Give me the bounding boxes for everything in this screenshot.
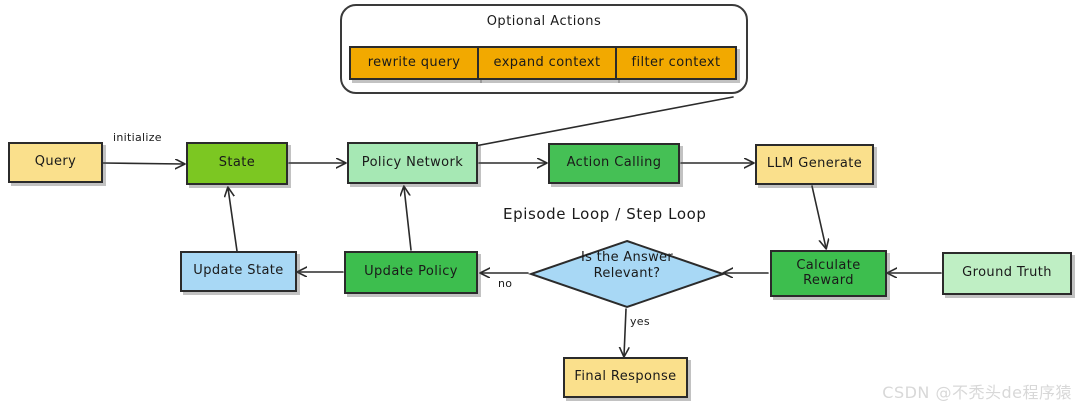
node-decision-line1: Is the Answer xyxy=(581,250,673,265)
node-calculate-reward-line1: Calculate xyxy=(796,257,861,273)
node-filter-context-label: filter context xyxy=(631,54,721,70)
node-policy-network-label: Policy Network xyxy=(361,154,464,170)
node-final-response[interactable]: Final Response xyxy=(563,357,688,398)
node-action-calling-label: Action Calling xyxy=(566,155,662,171)
node-state-label: State xyxy=(218,155,256,171)
node-query[interactable]: Query xyxy=(8,142,103,183)
node-query-label: Query xyxy=(34,154,77,170)
node-update-policy[interactable]: Update Policy xyxy=(344,251,478,294)
node-final-response-label: Final Response xyxy=(574,369,677,385)
node-decision-line2: Relevant? xyxy=(593,266,661,282)
node-calculate-reward-line2: Reward xyxy=(803,272,854,288)
edge-label-no: no xyxy=(498,277,513,290)
edge-label-yes: yes xyxy=(630,315,650,328)
node-ground-truth[interactable]: Ground Truth xyxy=(942,252,1072,295)
node-update-policy-label: Update Policy xyxy=(364,264,458,280)
edge-label-initialize: initialize xyxy=(113,131,162,144)
node-calculate-reward[interactable]: Calculate Reward xyxy=(770,250,887,297)
node-llm-generate[interactable]: LLM Generate xyxy=(755,144,874,185)
optional-actions-title: Optional Actions xyxy=(486,14,602,29)
node-expand-context-label: expand context xyxy=(493,54,601,70)
node-update-state[interactable]: Update State xyxy=(180,251,297,292)
node-expand-context[interactable]: expand context xyxy=(477,46,617,80)
node-llm-generate-label: LLM Generate xyxy=(766,156,863,172)
node-decision-label: Is the Answer Relevant? xyxy=(528,250,726,283)
node-rewrite-query[interactable]: rewrite query xyxy=(349,46,479,80)
node-action-calling[interactable]: Action Calling xyxy=(548,143,680,184)
node-decision[interactable] xyxy=(528,238,726,310)
episode-loop-label: Episode Loop / Step Loop xyxy=(503,205,707,223)
node-policy-network[interactable]: Policy Network xyxy=(347,142,478,184)
node-ground-truth-label: Ground Truth xyxy=(962,265,1052,281)
node-update-state-label: Update State xyxy=(193,263,284,279)
node-rewrite-query-label: rewrite query xyxy=(367,54,461,70)
node-state[interactable]: State xyxy=(186,142,288,185)
csdn-watermark: CSDN @不秃头de程序猿 xyxy=(882,383,1072,402)
node-filter-context[interactable]: filter context xyxy=(615,46,737,80)
